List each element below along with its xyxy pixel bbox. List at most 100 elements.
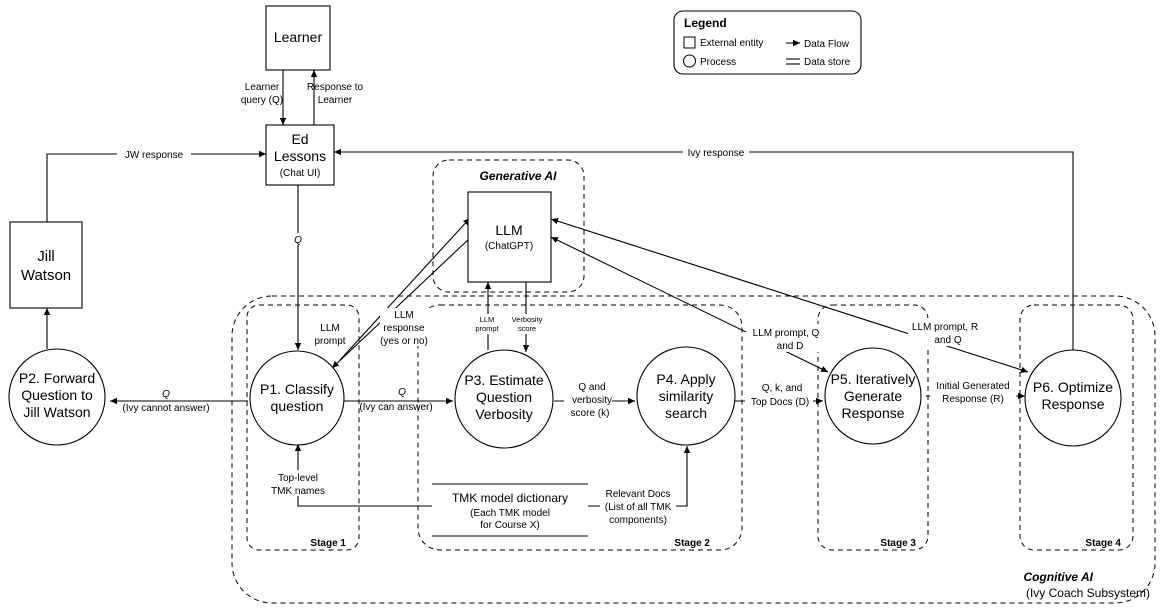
p6-process: P6. Optimize Response [1024, 349, 1122, 447]
jw-response-label: JW response [125, 150, 184, 161]
ivy-response-label: Ivy response [688, 148, 745, 159]
p5-label-1: P5. Iteratively [831, 371, 916, 387]
legend-external-entity: External entity [700, 38, 763, 49]
legend-title: Legend [684, 16, 727, 30]
q-cannot-label-1: Q [162, 389, 170, 400]
stage3-label: Stage 3 [880, 538, 916, 549]
p3-label-1: P3. Estimate [464, 372, 544, 388]
p4-label-3: search [665, 405, 707, 421]
llm-prompt-p1-label-1: LLM [320, 323, 339, 334]
external-entity-swatch [683, 36, 696, 49]
initial-response-label-2: Response (R) [942, 394, 1004, 405]
learner-query-label-1: Learner [245, 82, 280, 93]
p1-label-2: question [271, 398, 324, 414]
relevant-docs-label-1: Relevant Docs [605, 489, 670, 500]
llm-response-p1-label-2: response [383, 323, 425, 334]
stage1-label: Stage 1 [310, 538, 346, 549]
llm-entity: LLM (ChatGPT) [467, 191, 552, 283]
p6-label-2: Response [1041, 396, 1104, 412]
p6-label-1: P6. Optimize [1033, 379, 1113, 395]
tmk-to-p1-arrow [294, 444, 432, 507]
p3-label-3: Verbosity [475, 406, 533, 422]
p2-label-3: Jill Watson [23, 404, 90, 420]
ed-lessons-label-2: Lessons [274, 148, 326, 164]
p3-label-2: Question [476, 389, 532, 405]
stage4-label: Stage 4 [1085, 538, 1121, 549]
legend-data-flow: Data Flow [804, 39, 850, 50]
p5-label-3: Response [841, 405, 904, 421]
llm-response-p1-label-3: (yes or no) [380, 336, 428, 347]
p3-process: P3. Estimate Question Verbosity [454, 349, 554, 449]
llm-prompt-p5-label-2: and D [777, 341, 804, 352]
data-store-title: TMK model dictionary [452, 491, 568, 505]
llm-prompt-p3-label-1: LLM [480, 315, 495, 324]
p2-process: P2. Forward Question to Jill Watson [8, 348, 106, 446]
learner-query-label-2: query (Q) [241, 95, 283, 106]
ed-lessons-sublabel: (Chat UI) [280, 168, 321, 179]
stage2-label: Stage 2 [674, 538, 710, 549]
q-verbosity-label-1: Q and [578, 382, 605, 393]
llm-label: LLM [495, 222, 522, 238]
p2-label-1: P2. Forward [19, 370, 95, 386]
llm-sublabel: (ChatGPT) [485, 241, 533, 252]
llm-prompt-p6-label-1: LLM prompt, R [912, 322, 978, 333]
llm-prompt-p5-label-1: LLM prompt, Q [753, 328, 820, 339]
p1-llm-prompt-arrow [339, 217, 471, 361]
learner-label: Learner [274, 29, 323, 45]
data-store-sub-1: (Each TMK model [470, 508, 550, 519]
stage4-boundary: Stage 4 [1019, 304, 1134, 551]
q-k-docs-label-1: Q, k, and [762, 383, 803, 394]
q-down-label: Q [294, 235, 302, 246]
jill-watson-entity: Jill Watson [9, 221, 83, 309]
q-verbosity-label-3: score (k) [571, 408, 610, 419]
p1-label-1: P1. Classify [260, 381, 334, 397]
q-cannot-label-2: (Ivy cannot answer) [122, 403, 209, 414]
p4-label-1: P4. Apply [656, 371, 715, 387]
jill-watson-label-1: Jill [37, 248, 55, 265]
llm-response-p1-label-1: LLM [394, 310, 413, 321]
p2-label-2: Question to [21, 387, 93, 403]
llm-prompt-p6-label-2: and Q [934, 335, 961, 346]
q-can-label-1: Q [398, 387, 406, 398]
legend-process: Process [700, 57, 736, 68]
ed-lessons-entity: Ed Lessons (Chat UI) [265, 124, 335, 186]
top-level-tmk-label-1: Top-level [278, 473, 318, 484]
llm-prompt-p1-label-2: prompt [314, 336, 345, 347]
initial-response-label-1: Initial Generated [936, 381, 1009, 392]
data-store-sub-2: for Course X) [480, 520, 539, 531]
stage1-boundary: Stage 1 [246, 304, 360, 551]
p1-process: P1. Classify question [249, 350, 345, 446]
jw-response-arrow [46, 150, 266, 222]
ivy-response-arrow [334, 148, 1074, 350]
jill-watson-label-2: Watson [21, 267, 71, 284]
generative-ai-label: Generative AI [480, 169, 558, 183]
p5-process: P5. Iteratively Generate Response [824, 347, 922, 445]
q-k-docs-label-2: Top Docs (D) [751, 397, 809, 408]
legend-data-store: Data store [804, 57, 851, 68]
response-to-learner-label-1: Response to [307, 82, 364, 93]
relevant-docs-label-2: (List of all TMK [605, 502, 672, 513]
p4-process: P4. Apply similarity search [636, 346, 736, 446]
q-verbosity-label-2: verbosity [572, 395, 612, 406]
top-level-tmk-label-2: TMK names [271, 486, 325, 497]
p6-llm-arrow [550, 218, 1029, 373]
p4-label-2: similarity [659, 388, 713, 404]
process-swatch [683, 54, 696, 68]
tmk-data-store: TMK model dictionary (Each TMK model for… [432, 483, 588, 537]
ed-lessons-label-1: Ed [291, 131, 308, 147]
verbosity-score-label-1: Verbosity [512, 315, 543, 324]
learner-entity: Learner [265, 5, 331, 71]
cognitive-ai-label: Cognitive AI [1023, 570, 1093, 584]
verbosity-score-label-2: score [518, 324, 536, 333]
relevant-docs-label-3: components) [609, 515, 667, 526]
legend: Legend External entity Process Data Flow… [673, 10, 862, 75]
cognitive-ai-sublabel: (Ivy Coach Subsystem) [1026, 586, 1150, 600]
q-can-label-2: (Ivy can answer) [359, 402, 432, 413]
llm-prompt-p3-label-2: prompt [475, 324, 499, 333]
response-to-learner-label-2: Learner [318, 95, 353, 106]
p5-label-2: Generate [844, 388, 903, 404]
flow-labels: Learner query (Q) Response to Learner JW… [117, 82, 1016, 526]
cognitive-ai-boundary: Cognitive AI (Ivy Coach Subsystem) [231, 295, 1156, 604]
llm-response-p1-arrow [331, 237, 471, 369]
